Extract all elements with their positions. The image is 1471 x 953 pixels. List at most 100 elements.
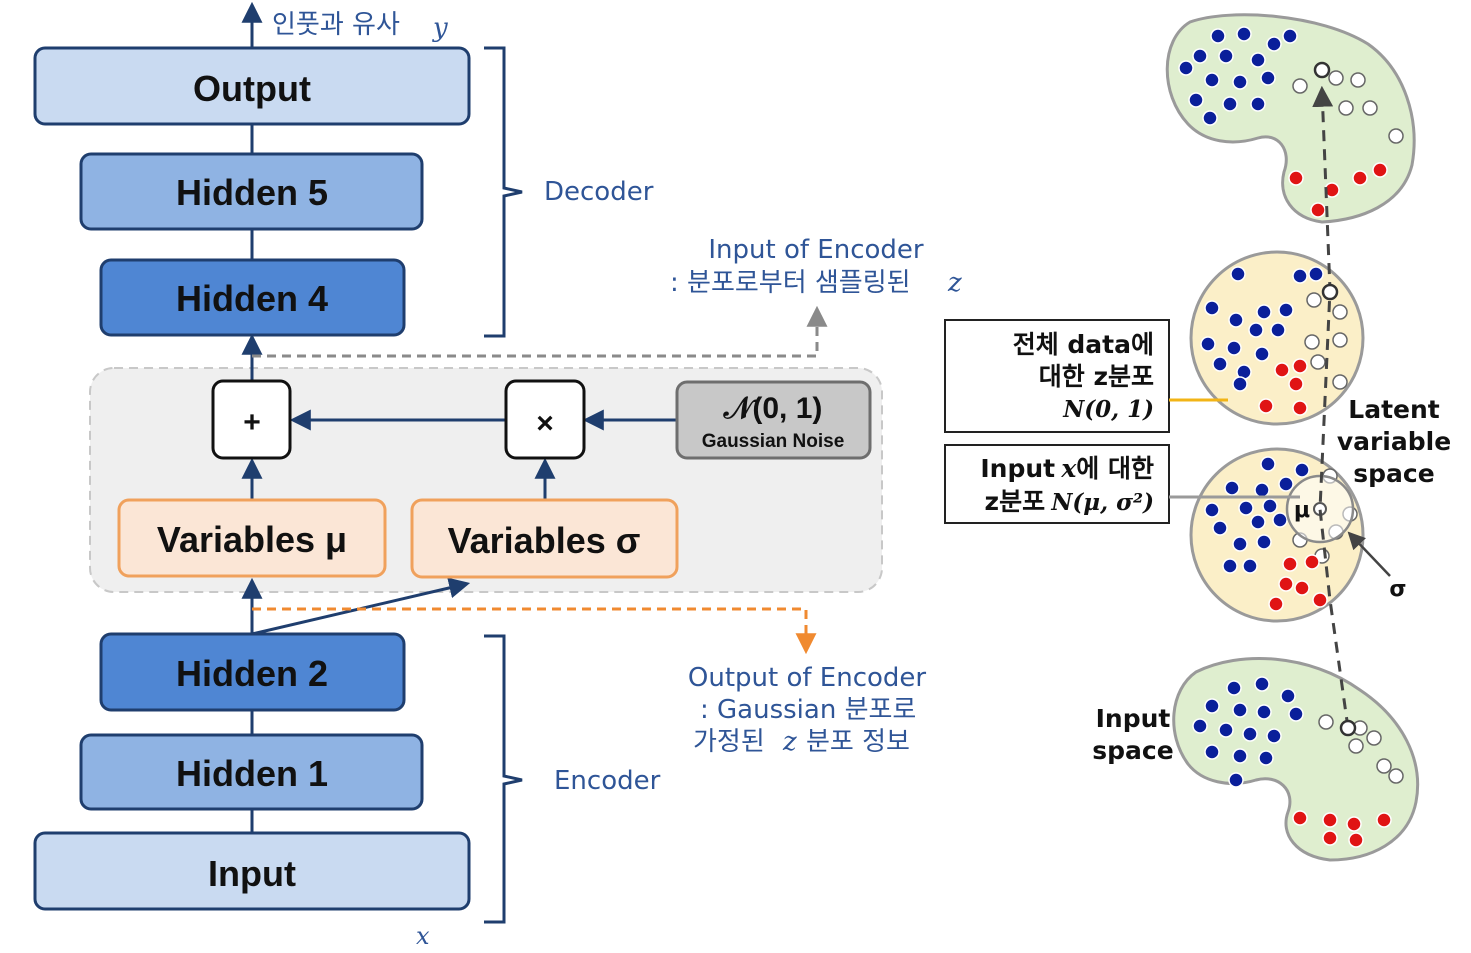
blue-data-point [1236,26,1252,42]
red-data-point [1372,162,1388,178]
red-data-point [1268,596,1284,612]
blue-data-point [1242,726,1258,742]
white-data-point [1332,374,1348,390]
blue-data-point [1278,302,1294,318]
blue-data-point [1204,744,1220,760]
blue-data-point [1230,266,1246,282]
posterior-distribution-box: Input x에 대한 z분포 N(μ, σ²) [944,444,1170,524]
blue-data-point [1218,722,1234,738]
input-of-encoder-title: Input of Encoder [708,235,924,265]
white-data-point [1376,758,1392,774]
blue-data-point [1256,704,1272,720]
blue-data-point [1204,698,1220,714]
decoder-input-dashed-arrow [252,305,828,358]
blue-data-point [1224,480,1240,496]
plus-symbol: + [243,406,261,439]
prior-box-line2: 대한 z분포 [1039,362,1154,391]
output-of-encoder-var-z: z [782,727,797,757]
red-data-point [1258,398,1274,414]
variables-sigma-box: Variables σ [410,498,679,579]
output-space-dots [1178,26,1404,218]
white-data-point [1310,354,1326,370]
decoder-brace [484,46,523,338]
blue-data-point [1204,72,1220,88]
latent-space-label-line1: Latent [1348,395,1440,424]
blue-data-point [1294,462,1310,478]
red-data-point [1292,400,1308,416]
blue-data-point [1250,52,1266,68]
blue-data-point [1218,48,1234,64]
posterior-circle-dots [1204,456,1358,612]
white-data-point [1350,72,1366,88]
red-data-point [1292,358,1308,374]
red-data-point [1278,576,1294,592]
blue-data-point [1270,322,1286,338]
blue-data-point [1254,346,1270,362]
blue-data-point [1262,498,1278,514]
blue-data-point [1210,28,1226,44]
output-variable-y: y [432,13,448,43]
red-data-point [1322,830,1338,846]
blue-data-point [1232,376,1248,392]
white-data-point [1318,714,1334,730]
blue-data-point [1278,476,1294,492]
hidden4-layer-label: Hidden 4 [176,278,328,319]
noise-sub-label: Gaussian Noise [702,431,845,452]
blue-data-point [1250,514,1266,530]
blue-data-point [1280,688,1296,704]
hidden1-layer-label: Hidden 1 [176,753,328,794]
prior-distribution-box: 전체 data에 대한 z분포 N(0, 1) [944,319,1170,433]
input-space-label-line1: Input [1096,704,1171,733]
blue-data-point [1292,268,1308,284]
blue-data-point [1232,702,1248,718]
blue-data-point [1256,304,1272,320]
red-data-point [1312,592,1328,608]
blue-data-point [1308,266,1324,282]
prior-circle-dots [1200,266,1348,416]
red-data-point [1282,556,1298,572]
plus-operator-box: + [211,379,292,460]
noise-distribution-label: 𝒩(0, 1) [723,392,823,425]
input-of-encoder-var-z: z [947,268,962,298]
blue-data-point [1232,536,1248,552]
white-data-point [1292,78,1308,94]
input-of-encoder-desc: : 분포로부터 샘플링된 [670,268,911,298]
output-layer-label: Output [193,68,311,109]
decoder-label: Decoder [544,177,654,207]
latent-space-label-line3: space [1353,459,1434,488]
posterior-box-line1: Input x에 대한 [980,454,1154,483]
red-data-point [1346,816,1362,832]
output-of-encoder-desc-b: 분포 정보 [806,727,910,757]
blue-data-point [1256,534,1272,550]
encoder-label: Encoder [554,766,661,796]
output-of-encoder-title: Output of Encoder [688,663,927,693]
blue-data-point [1254,676,1270,692]
posterior-box-line2: z분포 N(μ, σ²) [985,487,1154,516]
blue-data-point [1260,456,1276,472]
sigma-symbol: σ [1389,577,1406,602]
blue-data-point [1228,312,1244,328]
blue-data-point [1232,74,1248,90]
mu-symbol: μ [1294,498,1310,523]
blue-data-point [1192,48,1208,64]
white-data-point [1388,768,1404,784]
input-space-label-line2: space [1092,736,1173,765]
blue-data-point [1250,96,1266,112]
blue-data-point [1188,92,1204,108]
blue-data-point [1266,36,1282,52]
hidden1-layer-box: Hidden 1 [79,733,424,811]
path-point [1321,283,1339,301]
blue-data-point [1258,750,1274,766]
red-data-point [1322,812,1338,828]
blue-data-point [1242,558,1258,574]
output-layer-box: Output [33,46,471,126]
times-symbol: × [536,407,554,440]
sampling-path-dashed-arrow [1312,85,1350,729]
times-operator-box: × [504,379,586,460]
hidden5-layer-box: Hidden 5 [79,152,424,231]
blue-data-point [1212,520,1228,536]
red-data-point [1294,580,1310,596]
hidden2-layer-label: Hidden 2 [176,653,328,694]
output-similar-text: 인풋과 유사 [272,10,400,40]
